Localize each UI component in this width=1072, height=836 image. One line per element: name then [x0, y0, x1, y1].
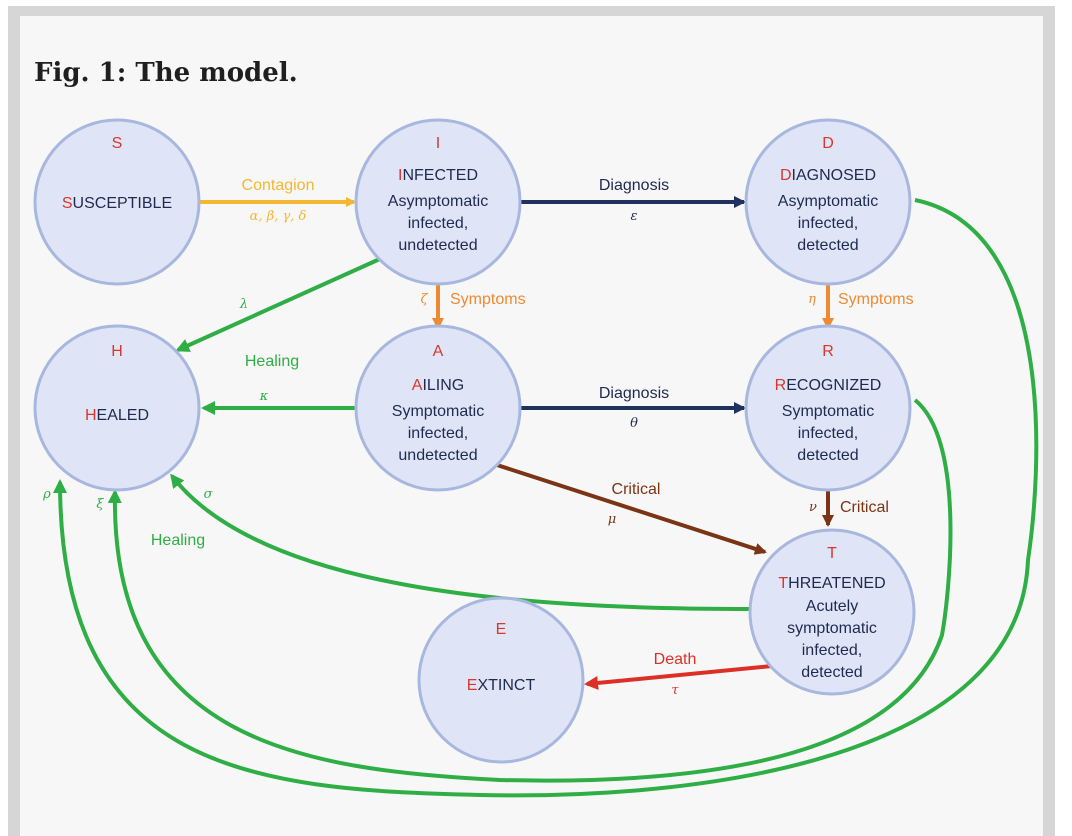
- node-infected: I INFECTED Asymptomatic infected, undete…: [354, 118, 522, 286]
- node-name: RECOGNIZED: [775, 377, 882, 394]
- node-letter: E: [496, 621, 507, 638]
- param-kappa: κ: [259, 389, 269, 404]
- node-diagnosed: D DIAGNOSED Asymptomatic infected, detec…: [744, 118, 912, 286]
- param-tau: τ: [671, 683, 679, 698]
- label-diagnosis-ar: Diagnosis: [599, 385, 669, 402]
- node-desc: infected,: [798, 215, 858, 232]
- arrow-healing-threatened-healed: [170, 473, 753, 611]
- label-symptoms-dr: Symptoms: [838, 291, 914, 308]
- arrow-healing-recognized-healed: [107, 398, 953, 783]
- node-letter: T: [827, 545, 837, 562]
- node-recognized: R RECOGNIZED Symptomatic infected, detec…: [744, 324, 912, 492]
- node-desc: Symptomatic: [782, 403, 874, 420]
- node-healed: H HEALED: [33, 324, 201, 492]
- node-name: EXTINCT: [467, 677, 536, 694]
- node-desc: detected: [797, 237, 858, 254]
- node-name: AILING: [412, 377, 464, 394]
- node-ailing: A AILING Symptomatic infected, undetecte…: [354, 324, 522, 492]
- node-letter: D: [822, 135, 834, 152]
- node-desc: Asymptomatic: [388, 193, 488, 210]
- node-letter: H: [111, 343, 123, 360]
- param-epsilon: ε: [631, 209, 638, 224]
- node-desc: Asymptomatic: [778, 193, 878, 210]
- param-mu: μ: [608, 512, 616, 527]
- arrow-critical-ailing-threatened: [496, 463, 767, 555]
- node-extinct: E EXTINCT: [417, 596, 585, 764]
- node-name: INFECTED: [398, 167, 478, 184]
- label-healing-ah: Healing: [245, 353, 299, 370]
- node-name: SUSCEPTIBLE: [62, 195, 172, 212]
- node-desc: infected,: [408, 215, 468, 232]
- param-eta: η: [808, 292, 816, 307]
- arrow-healing-diagnosed-healed: [53, 198, 1039, 798]
- node-desc: undetected: [398, 447, 477, 464]
- label-healing-th: Healing: [151, 532, 205, 549]
- node-name: DIAGNOSED: [780, 167, 876, 184]
- node-letter: I: [436, 135, 440, 152]
- label-critical-rt: Critical: [840, 499, 889, 516]
- label-death: Death: [654, 651, 697, 668]
- node-threatened: T THREATENED Acutely symptomatic infecte…: [748, 528, 916, 696]
- node-desc: infected,: [802, 642, 862, 659]
- node-desc: infected,: [798, 425, 858, 442]
- node-susceptible: S SUSCEPTIBLE: [33, 118, 201, 286]
- param-rho: ρ: [42, 487, 51, 502]
- node-desc: Symptomatic: [392, 403, 484, 420]
- figure-title: Fig. 1: The model.: [34, 58, 298, 88]
- label-contagion: Contagion: [242, 177, 315, 194]
- label-symptoms-ia: Symptoms: [450, 291, 526, 308]
- param-sigma: σ: [204, 487, 214, 502]
- arrow-death: [584, 664, 773, 690]
- label-critical-at: Critical: [612, 481, 661, 498]
- param-xi: ξ: [96, 497, 104, 512]
- node-name: THREATENED: [778, 575, 885, 592]
- param-lambda: λ: [239, 297, 248, 312]
- node-desc: undetected: [398, 237, 477, 254]
- arrow-healing-infected-healed: [175, 256, 383, 352]
- node-name: HEALED: [85, 407, 149, 424]
- params-contagion: α, β, γ, δ: [250, 209, 307, 224]
- param-zeta: ζ: [420, 292, 428, 307]
- node-desc: detected: [797, 447, 858, 464]
- node-letter: A: [433, 343, 444, 360]
- node-letter: R: [822, 343, 834, 360]
- param-nu: ν: [809, 500, 817, 515]
- node-desc: infected,: [408, 425, 468, 442]
- label-diagnosis-id: Diagnosis: [599, 177, 669, 194]
- node-desc: Acutely: [806, 598, 858, 615]
- param-theta: θ: [630, 416, 638, 431]
- node-desc: detected: [801, 664, 862, 681]
- node-letter: S: [112, 135, 123, 152]
- node-desc: symptomatic: [787, 620, 877, 637]
